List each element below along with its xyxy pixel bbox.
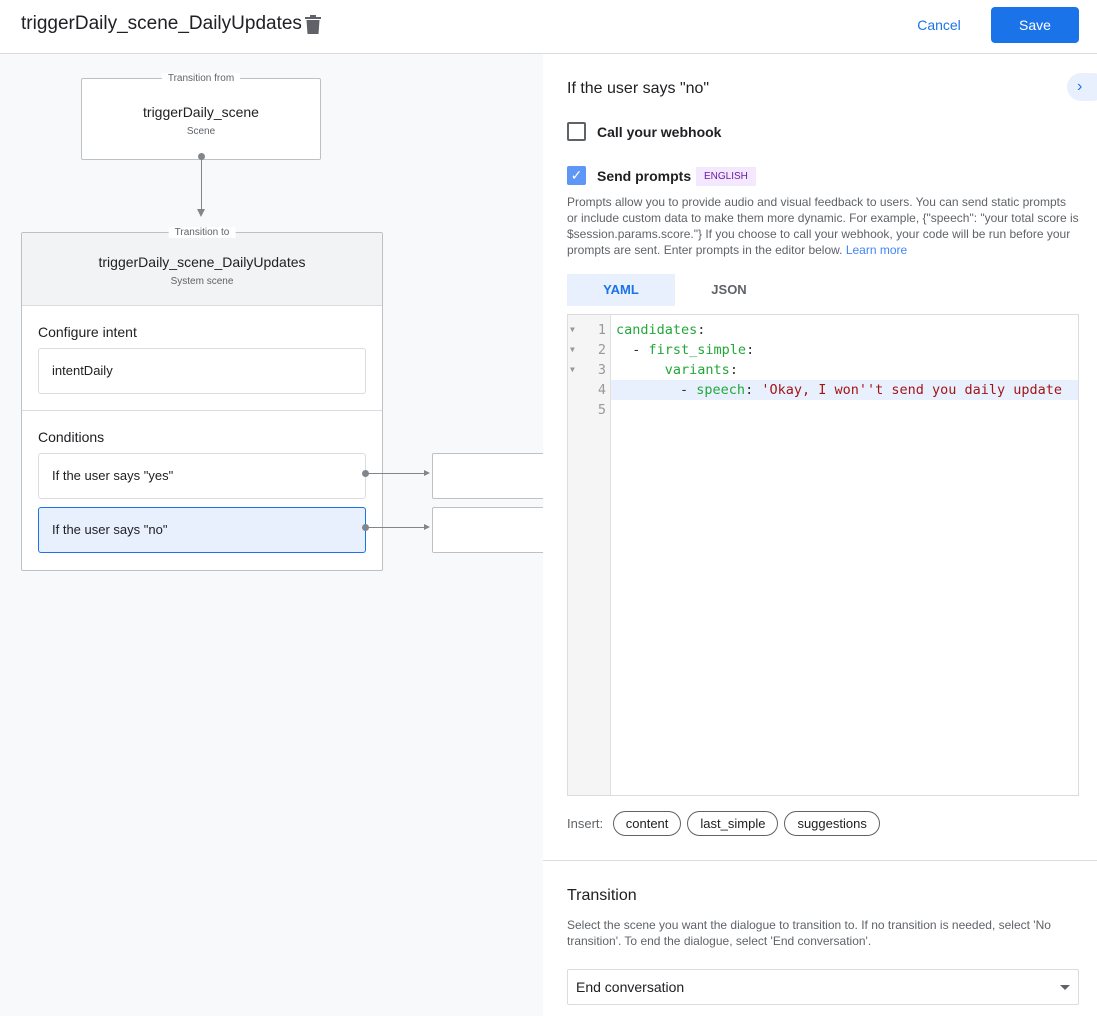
conditions-heading: Conditions (38, 429, 105, 445)
code-line: - first_simple: (616, 342, 755, 358)
trash-icon[interactable] (305, 15, 321, 34)
fold-icon[interactable]: ▼ (570, 325, 575, 334)
cancel-button[interactable]: Cancel (905, 8, 973, 42)
connector-line (366, 473, 426, 474)
transition-from-label: Transition from (161, 73, 241, 84)
transition-description: Select the scene you want the dialogue t… (567, 918, 1051, 948)
insert-chip-content[interactable]: content (612, 811, 682, 836)
condition-no[interactable]: If the user says "no" (38, 507, 366, 553)
transition-from-node[interactable]: Transition from triggerDaily_scene Scene (81, 73, 321, 160)
tab-json[interactable]: JSON (711, 282, 747, 297)
to-scene-type: System scene (170, 276, 234, 287)
target-node-no[interactable] (432, 507, 543, 553)
connector-dot (362, 470, 369, 477)
arrow-right-icon (424, 524, 430, 530)
transition-heading: Transition (567, 887, 637, 904)
arrow-down-icon (197, 209, 205, 217)
language-badge: ENGLISH (696, 167, 756, 186)
code-editor[interactable]: ▼1 ▼2 ▼3 4 5 candidates: - first_simple:… (567, 314, 1079, 796)
collapse-panel-button[interactable]: › (1067, 73, 1097, 101)
from-scene-type: Scene (186, 126, 216, 137)
configure-intent-heading: Configure intent (38, 324, 137, 340)
panel-heading: If the user says "no" (567, 80, 710, 97)
prompts-description: Prompts allow you to provide audio and v… (567, 195, 1079, 257)
fold-icon[interactable]: ▼ (570, 365, 575, 374)
learn-more-link[interactable]: Learn more (845, 243, 908, 257)
connector-dot (362, 524, 369, 531)
details-panel: › If the user says "no" Call your webhoo… (543, 54, 1097, 1016)
fold-icon[interactable]: ▼ (570, 345, 575, 354)
code-line-active: - speech: 'Okay, I won''t send you daily… (611, 380, 1078, 400)
webhook-label: Call your webhook (597, 124, 722, 140)
connector-line (366, 527, 426, 528)
page-title: triggerDaily_scene_DailyUpdates (21, 13, 302, 34)
transition-to-node: Transition to triggerDaily_scene_DailyUp… (21, 227, 383, 571)
from-scene-name: triggerDaily_scene (143, 104, 259, 120)
code-line: variants: (664, 362, 738, 378)
connector-dot (198, 153, 205, 160)
intent-field[interactable]: intentDaily (38, 348, 366, 394)
flow-canvas: Transition from triggerDaily_scene Scene… (0, 54, 543, 1016)
tab-yaml[interactable]: YAML (567, 274, 675, 306)
code-line: candidates: (616, 322, 706, 338)
insert-chip-suggestions[interactable]: suggestions (784, 811, 880, 836)
webhook-checkbox[interactable] (567, 122, 586, 141)
connector-line (201, 158, 202, 210)
send-prompts-label: Send prompts (597, 168, 692, 184)
header: triggerDaily_scene_DailyUpdates Cancel S… (0, 0, 1097, 54)
insert-chip-last-simple[interactable]: last_simple (687, 811, 779, 836)
send-prompts-checkbox[interactable]: ✓ (567, 166, 586, 185)
target-node-yes[interactable] (432, 453, 543, 499)
save-button[interactable]: Save (991, 7, 1079, 43)
arrow-right-icon (424, 470, 430, 476)
line-gutter: ▼1 ▼2 ▼3 4 5 (568, 315, 611, 795)
transition-select[interactable]: End conversation (567, 969, 1079, 1005)
transition-to-label: Transition to (168, 227, 236, 238)
dropdown-arrow-icon (1060, 985, 1070, 990)
condition-yes[interactable]: If the user says "yes" (38, 453, 366, 499)
to-scene-name: triggerDaily_scene_DailyUpdates (98, 254, 306, 270)
